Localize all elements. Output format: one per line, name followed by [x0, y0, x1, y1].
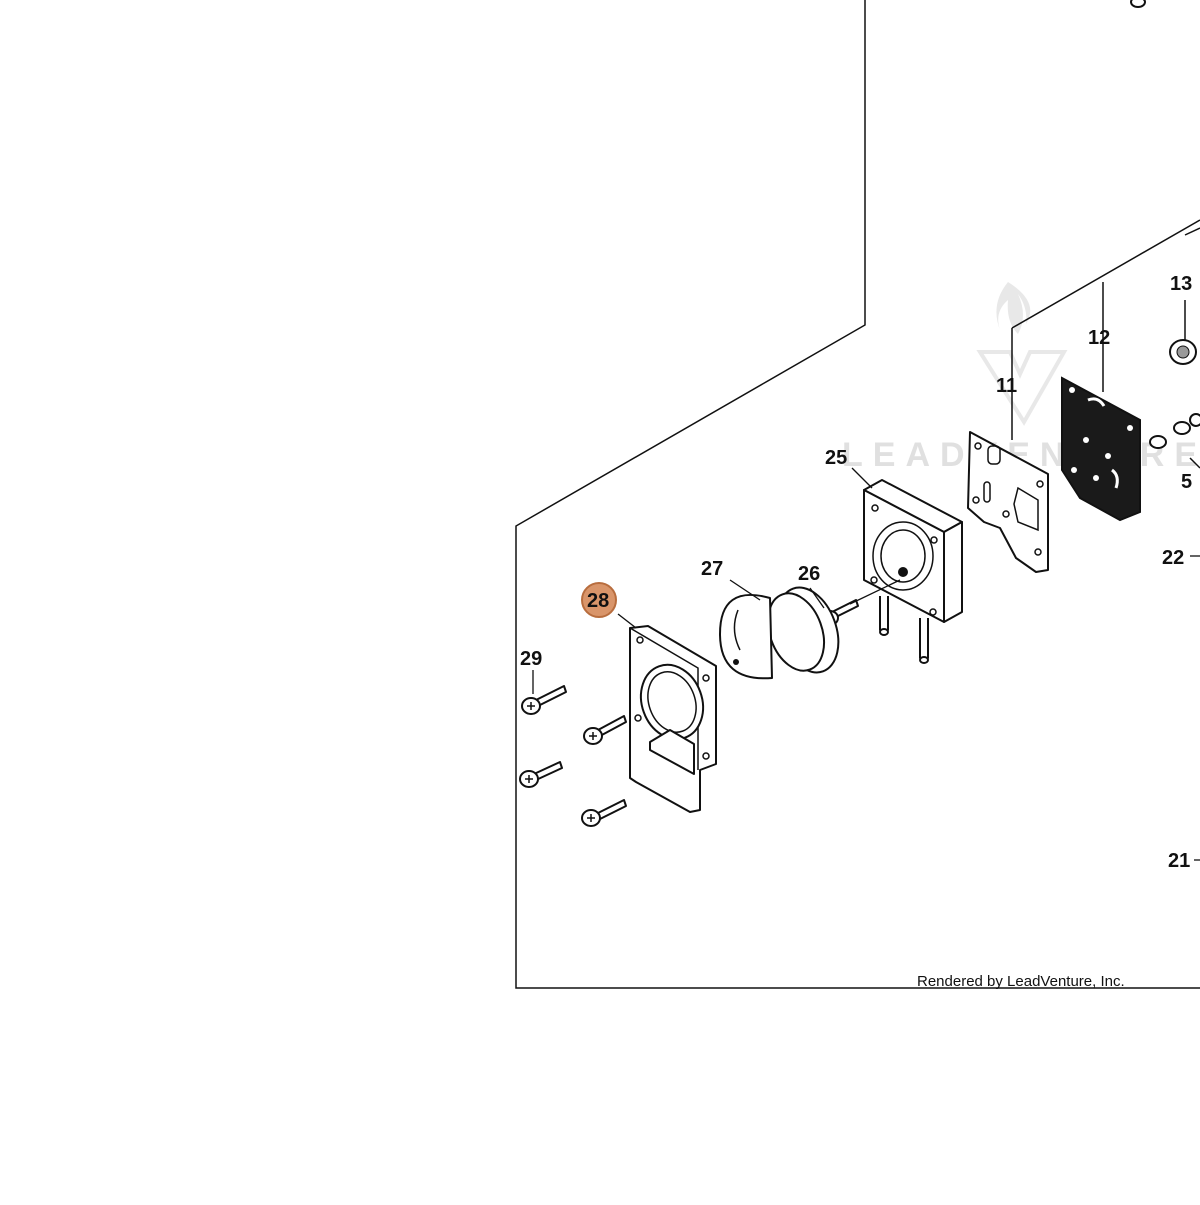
leader-28	[617, 613, 637, 629]
leader-25	[851, 467, 873, 489]
part-29-screws	[519, 685, 627, 827]
screw-top-fragment	[1130, 0, 1146, 8]
label-12[interactable]: 12	[1088, 327, 1110, 349]
label-5[interactable]: 5	[1181, 471, 1192, 493]
screw-3	[519, 761, 563, 788]
highlight-badge-28	[581, 582, 617, 618]
part-13-knob	[1169, 339, 1197, 365]
screw-2	[583, 715, 627, 745]
label-27[interactable]: 27	[701, 558, 723, 580]
assembly-leader-diag	[1011, 219, 1200, 329]
label-21[interactable]: 21	[1168, 850, 1190, 872]
screw-1	[521, 685, 567, 715]
part-12-diaphragm	[1061, 376, 1141, 522]
label-28[interactable]: 28	[587, 590, 609, 612]
screw-4	[581, 799, 627, 827]
section-frame	[515, 0, 1200, 989]
part-5-fitting	[1149, 413, 1200, 469]
part-28-cover-plate	[629, 625, 717, 813]
leader-26	[809, 587, 825, 609]
rendered-by-credit: Rendered by LeadVenture, Inc.	[917, 973, 1125, 990]
label-11[interactable]: 11	[996, 375, 1017, 397]
leader-27	[729, 579, 761, 601]
label-26[interactable]: 26	[798, 563, 820, 585]
label-29[interactable]: 29	[520, 648, 542, 670]
label-13[interactable]: 13	[1170, 273, 1192, 295]
label-25[interactable]: 25	[825, 447, 847, 469]
part-25-pump-body	[863, 479, 963, 664]
leadventure-watermark: LEADVENTURE	[842, 282, 1197, 474]
part-27-primer-bulb	[719, 586, 840, 680]
part-11-gasket	[967, 431, 1049, 573]
label-22[interactable]: 22	[1162, 547, 1184, 569]
